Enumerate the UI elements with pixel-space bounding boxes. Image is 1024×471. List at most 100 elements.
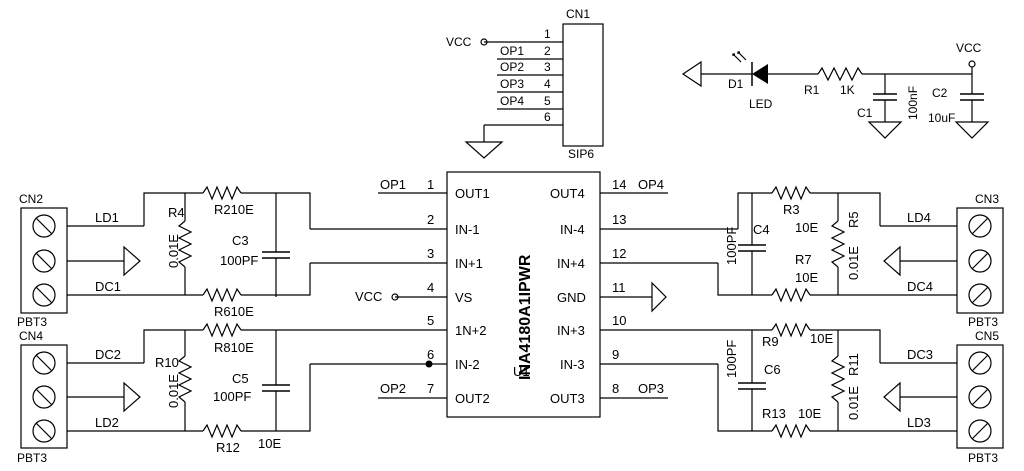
cn2-type: PBT3 xyxy=(17,315,47,329)
c5-ref: C5 xyxy=(232,371,249,386)
u1-net-op4: OP4 xyxy=(638,177,664,192)
channel-4-filter: R3 10E R5 0.01E C4 100PF R7 10E xyxy=(717,185,881,303)
u1-net-op3: OP3 xyxy=(638,381,664,396)
cn1-pin-1: 1 xyxy=(544,27,551,41)
ground-icon xyxy=(867,121,903,139)
r4-ref: R4 xyxy=(168,205,185,220)
cn5-type: PBT3 xyxy=(968,451,998,465)
r1-ref: R1 xyxy=(804,83,820,97)
r10-value: 0.01E xyxy=(166,374,181,408)
u1-pin-2-num: 2 xyxy=(427,212,434,227)
u1-pin-6-name: IN-2 xyxy=(455,357,480,372)
u1-pin-13-name: IN-4 xyxy=(560,222,585,237)
r3-value: 10E xyxy=(795,220,818,235)
r11-ref: R11 xyxy=(846,353,861,376)
cn2-net-bottom: DC1 xyxy=(95,279,121,294)
cn1-signal-vcc: VCC xyxy=(446,35,472,49)
cn4-net-bottom: LD2 xyxy=(95,415,119,430)
r8-resistor-icon xyxy=(202,322,242,338)
c6-value: 100PF xyxy=(724,340,739,378)
u1-pin-4-name: VS xyxy=(455,290,473,305)
u1-pin-2-name: IN-1 xyxy=(455,222,480,237)
r10-resistor-icon xyxy=(177,355,193,403)
c6-ref: C6 xyxy=(764,362,781,377)
cn2-terminal: CN2 PBT3 LD1 DC1 xyxy=(17,192,144,329)
cn1-pin-6: 6 xyxy=(544,110,551,124)
r10-ref: R10 xyxy=(155,355,179,370)
cn3-net-bottom: DC4 xyxy=(907,279,933,294)
cn1-pin-3: 3 xyxy=(544,60,551,74)
u1-pin-14-num: 14 xyxy=(612,177,626,192)
ground-icon xyxy=(123,381,141,413)
cn1-header: CN1 SIP6 1 2 3 4 5 6 VCC OP1 OP2 OP3 OP4 xyxy=(446,7,604,161)
ground-icon xyxy=(464,141,504,159)
r13-ref: R13 xyxy=(762,406,786,421)
r1-resistor-icon xyxy=(817,66,863,82)
r3-resistor-icon xyxy=(771,185,811,201)
ground-icon xyxy=(681,60,702,88)
c1-ref: C1 xyxy=(857,106,873,120)
r5-ref: R5 xyxy=(846,211,861,228)
r8-label: R810E xyxy=(214,340,254,355)
c2-value: 10uF xyxy=(928,111,955,125)
cn4-terminal: CN4 PBT3 DC2 LD2 xyxy=(17,329,144,465)
r6-label: R610E xyxy=(214,304,254,319)
r13-value: 10E xyxy=(798,406,821,421)
r7-resistor-icon xyxy=(771,287,811,303)
u1-net-op1: OP1 xyxy=(380,177,406,192)
channel-2-filter: R810E R10 0.01E C5 100PF R12 10E xyxy=(143,322,311,455)
ground-icon xyxy=(883,381,901,413)
u1-pin-7-num: 7 xyxy=(427,381,434,396)
u1-pin-4-num: 4 xyxy=(427,280,434,295)
u1-pin-12-num: 12 xyxy=(612,246,626,261)
r5-value: 0.01E xyxy=(846,246,861,280)
r4-resistor-icon xyxy=(177,220,193,268)
u1-pin-13-num: 13 xyxy=(612,212,626,227)
cn4-ref: CN4 xyxy=(19,329,43,343)
cn4-type: PBT3 xyxy=(17,451,47,465)
cn4-net-top: DC2 xyxy=(95,347,121,362)
cn3-ref: CN3 xyxy=(975,192,999,206)
cn1-signal-op4: OP4 xyxy=(500,94,524,108)
u1-pin-5-num: 5 xyxy=(427,313,434,328)
cn2-net-top: LD1 xyxy=(95,210,119,225)
u1-pin-5-name: 1N+2 xyxy=(455,323,486,338)
c3-ref: C3 xyxy=(232,233,249,248)
ground-icon xyxy=(123,245,141,277)
r2-resistor-icon xyxy=(202,185,242,201)
led-power-circuit: D1 LED R1 1K VCC C1 100nF C2 10uF xyxy=(681,41,990,139)
u1-ic: INA4180A1IPWR U1 1 2 3 4 5 6 7 OUT1 IN-1… xyxy=(310,171,738,418)
vcc-label: VCC xyxy=(956,41,982,55)
led-icon xyxy=(752,64,768,84)
ground-icon xyxy=(883,245,901,277)
u1-pin-8-name: OUT3 xyxy=(550,391,585,406)
u1-net-vcc: VCC xyxy=(355,289,382,304)
channel-3-filter: R9 10E R11 0.01E C6 100PF R13 10E xyxy=(717,322,881,439)
u1-pin-11-name: GND xyxy=(557,290,586,305)
r12-ref: R12 xyxy=(216,440,240,455)
u1-pin-7-name: OUT2 xyxy=(455,391,490,406)
u1-net-op2: OP2 xyxy=(380,381,406,396)
ground-icon xyxy=(954,121,990,139)
c3-value: 100PF xyxy=(220,253,258,268)
u1-pin-3-num: 3 xyxy=(427,246,434,261)
cn5-ref: CN5 xyxy=(975,329,999,343)
u1-pin-1-name: OUT1 xyxy=(455,186,490,201)
cn1-pin-4: 4 xyxy=(544,77,551,91)
r2-label: R210E xyxy=(214,202,254,217)
u1-pin-9-num: 9 xyxy=(612,347,619,362)
r12-value: 10E xyxy=(258,436,281,451)
c4-ref: C4 xyxy=(753,222,770,237)
r6-resistor-icon xyxy=(202,287,242,303)
u1-pin-10-num: 10 xyxy=(612,313,626,328)
u1-pin-10-name: IN+3 xyxy=(557,323,585,338)
u1-pin-12-name: IN+4 xyxy=(557,256,585,271)
u1-pin-1-num: 1 xyxy=(427,177,434,192)
r7-value: 10E xyxy=(795,270,818,285)
d1-ref: D1 xyxy=(728,77,744,91)
cn1-ref: CN1 xyxy=(566,7,590,21)
u1-ref: U1 xyxy=(513,364,530,379)
cn1-pin-2: 2 xyxy=(544,44,551,58)
cn5-net-bottom: LD3 xyxy=(907,415,931,430)
